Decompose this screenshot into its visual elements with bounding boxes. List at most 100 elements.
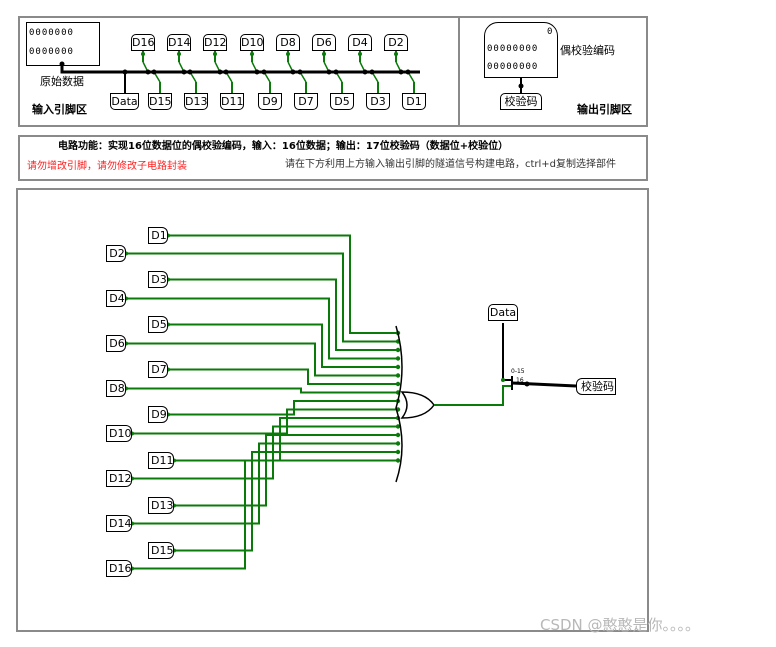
parity-bits-row-1: 00000000: [487, 44, 539, 54]
circuit-pin-d9[interactable]: D9: [148, 406, 168, 423]
gate-input-dot: [395, 449, 401, 455]
gate-input-dot: [395, 364, 401, 370]
parity-output-block[interactable]: 0 00000000 00000000: [484, 22, 558, 78]
top-pin-d12[interactable]: D12: [203, 34, 227, 51]
splitter-label-bit: 16: [516, 377, 524, 384]
bus-tap: [217, 69, 223, 75]
bus-tap: [223, 69, 229, 75]
circuit-pin-d15[interactable]: D15: [148, 542, 174, 559]
raw-bits-row-1: 0000000: [29, 28, 74, 38]
top-pin-d10[interactable]: D10: [240, 34, 264, 51]
pin-connector: [213, 52, 217, 56]
circuit-pin-d6[interactable]: D6: [106, 335, 126, 352]
csdn-watermark: CSDN @憨憨是你。。。。: [540, 616, 701, 634]
input-wire: [174, 417, 398, 462]
parity-bit: 0: [547, 27, 554, 37]
bus-tap: [405, 69, 411, 75]
check-code-tunnel[interactable]: 校验码: [576, 378, 616, 395]
bottom-pin-d5[interactable]: D5: [330, 93, 354, 110]
circuit-pin-d8[interactable]: D8: [106, 380, 126, 397]
function-description: 电路功能：实现16位数据位的偶校验编码，输入：16位数据；输出：17位校验码（数…: [58, 142, 508, 152]
circuit-pin-d1[interactable]: D1: [148, 227, 168, 244]
input-wire: [132, 459, 398, 570]
gate-output-wire: [434, 385, 512, 406]
bottom-pin-d7[interactable]: D7: [294, 93, 318, 110]
input-wire: [168, 278, 398, 351]
circuit-pin-d7[interactable]: D7: [148, 361, 168, 378]
bus-tap: [290, 69, 296, 75]
top-pin-d2[interactable]: D2: [384, 34, 408, 51]
gate-input-dot: [395, 373, 401, 378]
raw-data-label: 原始数据: [40, 75, 84, 88]
bus-tap: [362, 69, 368, 75]
pin-connector: [141, 52, 145, 56]
input-wire: [168, 368, 398, 385]
gate-input-dot: [395, 441, 401, 446]
function-prefix: 电路功能：实现: [58, 141, 128, 152]
bus-junction: [524, 381, 530, 387]
circuit-pin-d16[interactable]: D16: [106, 560, 132, 577]
hint-text: 请在下方利用上方输入输出引脚的隧道信号构建电路，ctrl+d复制选择部件: [285, 159, 617, 170]
bus-tap: [398, 69, 404, 75]
bottom-pin-d3[interactable]: D3: [366, 93, 390, 110]
bus-tap: [145, 69, 151, 75]
bottom-pin-d1[interactable]: D1: [402, 93, 426, 110]
input-wire: [126, 252, 398, 343]
gate-input-dot: [395, 432, 401, 438]
output-area-label: 输出引脚区: [577, 103, 632, 116]
input-wire: [132, 442, 398, 525]
info-panel: [18, 135, 648, 181]
input-wire: [126, 297, 398, 360]
gate-input-dot: [395, 347, 401, 353]
circuit-pin-d12[interactable]: D12: [106, 470, 132, 487]
top-pin-d14[interactable]: D14: [167, 34, 191, 51]
bottom-pin-d13[interactable]: D13: [184, 93, 208, 110]
circuit-pin-d3[interactable]: D3: [148, 271, 168, 288]
bus-tap: [369, 69, 375, 75]
input-wire: [126, 387, 398, 394]
or-gate-input-rail: [395, 325, 403, 483]
input-wire: [168, 323, 398, 368]
function-text: 16位数据位的偶校验编码，输入：16位数据；输出：17位校验码（数据位+校验位）: [128, 141, 509, 152]
bus-tap: [261, 69, 267, 75]
bottom-pin-d11[interactable]: D11: [220, 93, 244, 110]
splitter-label-range: 0-15: [511, 368, 525, 375]
bus-junction: [518, 83, 524, 89]
pin-connector: [177, 52, 181, 56]
circuit-pin-d10[interactable]: D10: [106, 425, 132, 442]
circuit-pin-d2[interactable]: D2: [106, 245, 126, 262]
bus-tap: [326, 69, 332, 75]
input-wire: [132, 408, 398, 435]
bottom-pin-d15[interactable]: D15: [148, 93, 172, 110]
or-gate: [400, 391, 435, 419]
circuit-pin-d5[interactable]: D5: [148, 316, 168, 333]
input-wire: [168, 234, 398, 334]
pin-connector: [250, 52, 254, 56]
circuit-pin-d11[interactable]: D11: [148, 452, 174, 469]
raw-bits-row-2: 0000000: [29, 47, 74, 57]
top-pin-d16[interactable]: D16: [131, 34, 155, 51]
pin-connector: [394, 52, 398, 56]
data-pin[interactable]: Data: [110, 93, 139, 110]
top-pin-d6[interactable]: D6: [312, 34, 336, 51]
gate-input-dot: [395, 356, 401, 361]
output-bus-wire: [511, 381, 577, 388]
data-tunnel[interactable]: Data: [488, 304, 518, 321]
pin-connector: [286, 52, 290, 56]
bottom-pin-d9[interactable]: D9: [258, 93, 282, 110]
circuit-pin-d4[interactable]: D4: [106, 290, 126, 307]
input-wire: [174, 451, 398, 552]
bus-tap: [297, 69, 303, 75]
check-code-pin[interactable]: 校验码: [500, 93, 542, 110]
bus-junction: [501, 378, 505, 382]
top-pin-d4[interactable]: D4: [348, 34, 372, 51]
pin-connector: [322, 52, 326, 56]
bus-tap: [333, 69, 339, 75]
circuit-pin-d14[interactable]: D14: [106, 515, 132, 532]
bus-tap: [151, 69, 157, 75]
circuit-pin-d13[interactable]: D13: [148, 497, 174, 514]
bus-tap: [122, 69, 128, 75]
bus-tap: [254, 69, 260, 75]
top-pin-d8[interactable]: D8: [276, 34, 300, 51]
warning-text: 请勿增改引脚，请勿修改子电路封装: [27, 161, 187, 172]
